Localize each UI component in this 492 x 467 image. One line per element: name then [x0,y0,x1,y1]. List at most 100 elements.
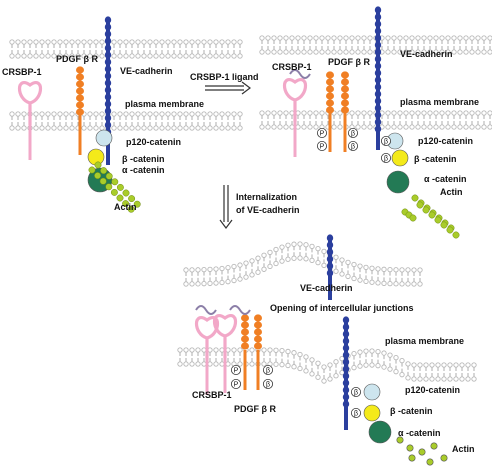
tag-text: β [384,155,388,162]
p1-p120-label: p120-catenin [126,137,181,147]
lipid-head [333,254,339,260]
vecad-domain [104,93,112,101]
lipid-head [153,111,159,117]
p3-pdgf-receptor-a [241,314,249,390]
p3-curved-membrane [183,241,423,287]
lipid-head [141,111,147,117]
lipid-head [385,124,391,130]
vecad-domain [104,37,112,45]
lipid-head [51,39,57,45]
lipid-head [265,49,271,55]
lipid-head [207,111,213,117]
lipid-head [423,376,429,382]
lipid-head [283,49,289,55]
lipid-head [225,279,231,285]
lipid-head [357,277,363,283]
lipid-head [439,35,445,41]
lipid-head [405,375,411,381]
p2-alpha-label: α -catenin [424,174,467,184]
lipid-head [271,124,277,130]
lipid-head [361,49,367,55]
vecad-domain [104,65,112,73]
lipid-head [393,369,399,375]
pdgf-domain [76,108,84,116]
lipid-head [249,272,255,278]
p3-plasma-membrane [177,347,477,384]
lipid-head [51,111,57,117]
lipid-head [273,260,279,267]
lipid-head [375,363,381,369]
actin-monomer [105,172,113,180]
lipid-head [309,371,315,377]
lipid-head [231,277,237,284]
lipid-head [337,35,343,41]
tag-text: P [234,381,239,388]
lipid-head [93,53,99,59]
pdgf-domain [326,85,334,93]
lipid-head [459,376,465,382]
lipid-head [301,49,307,55]
p3-opening-label: Opening of intercellular junctions [270,303,414,313]
lipid-head [219,125,225,131]
lipid-head [351,261,357,268]
lipid-head [487,124,492,130]
p2-pdgf-label: PDGF β R [328,57,370,67]
lipid-head [445,110,451,116]
lipid-head [9,39,15,45]
lipid-head [291,241,297,247]
vecad-domain [374,125,382,133]
lipid-head [469,124,475,130]
lipid-head [123,111,129,117]
p2-ligand [289,69,311,79]
lipid-head [291,350,297,356]
lipid-head [237,111,243,117]
lipid-head [319,110,325,116]
lipid-head [33,125,39,131]
p1-vecad-label: VE-cadherin [120,66,173,76]
lipid-head [355,110,361,116]
tag-text: β [266,367,270,374]
lipid-head [445,35,451,41]
lipid-head [385,35,391,41]
lipid-head [243,260,249,266]
vecad-domain [104,114,112,122]
lipid-head [301,124,307,130]
lipid-head [481,124,487,130]
lipid-head [261,266,267,272]
lipid-head [307,35,313,41]
lipid-head [453,362,459,368]
pdgf-tail [78,115,82,155]
lipid-head [69,53,75,59]
p1-p120-catenin [95,129,113,147]
lipid-head [367,124,373,130]
lipid-head [309,243,315,250]
lipid-head [201,267,207,273]
p3-p120-catenin [363,383,381,401]
lipid-head [363,278,369,284]
p2-beta-tag: β [347,140,358,151]
lipid-head [15,111,21,117]
lipid-head [397,124,403,130]
lipid-head [361,35,367,41]
lipid-head [399,372,405,378]
tag-circle [380,152,391,163]
lipid-head [87,111,93,117]
lipid-head [117,39,123,45]
lipid-head [39,125,45,131]
lipid-head [189,267,195,273]
lipid-head [469,49,475,55]
lipid-head [283,110,289,116]
lipid-head [463,124,469,130]
lipid-head [93,39,99,45]
pdgf-domain [341,85,349,93]
p3-actin-monomer [430,442,438,450]
lipid-head [57,125,63,131]
lipid-head [9,53,15,59]
lipid-head [403,110,409,116]
pdgf-domain [341,78,349,86]
lipid-head [463,110,469,116]
lipid-head [285,362,291,369]
p2-phospho-tag: P [316,140,327,151]
lipid-head [331,49,337,55]
